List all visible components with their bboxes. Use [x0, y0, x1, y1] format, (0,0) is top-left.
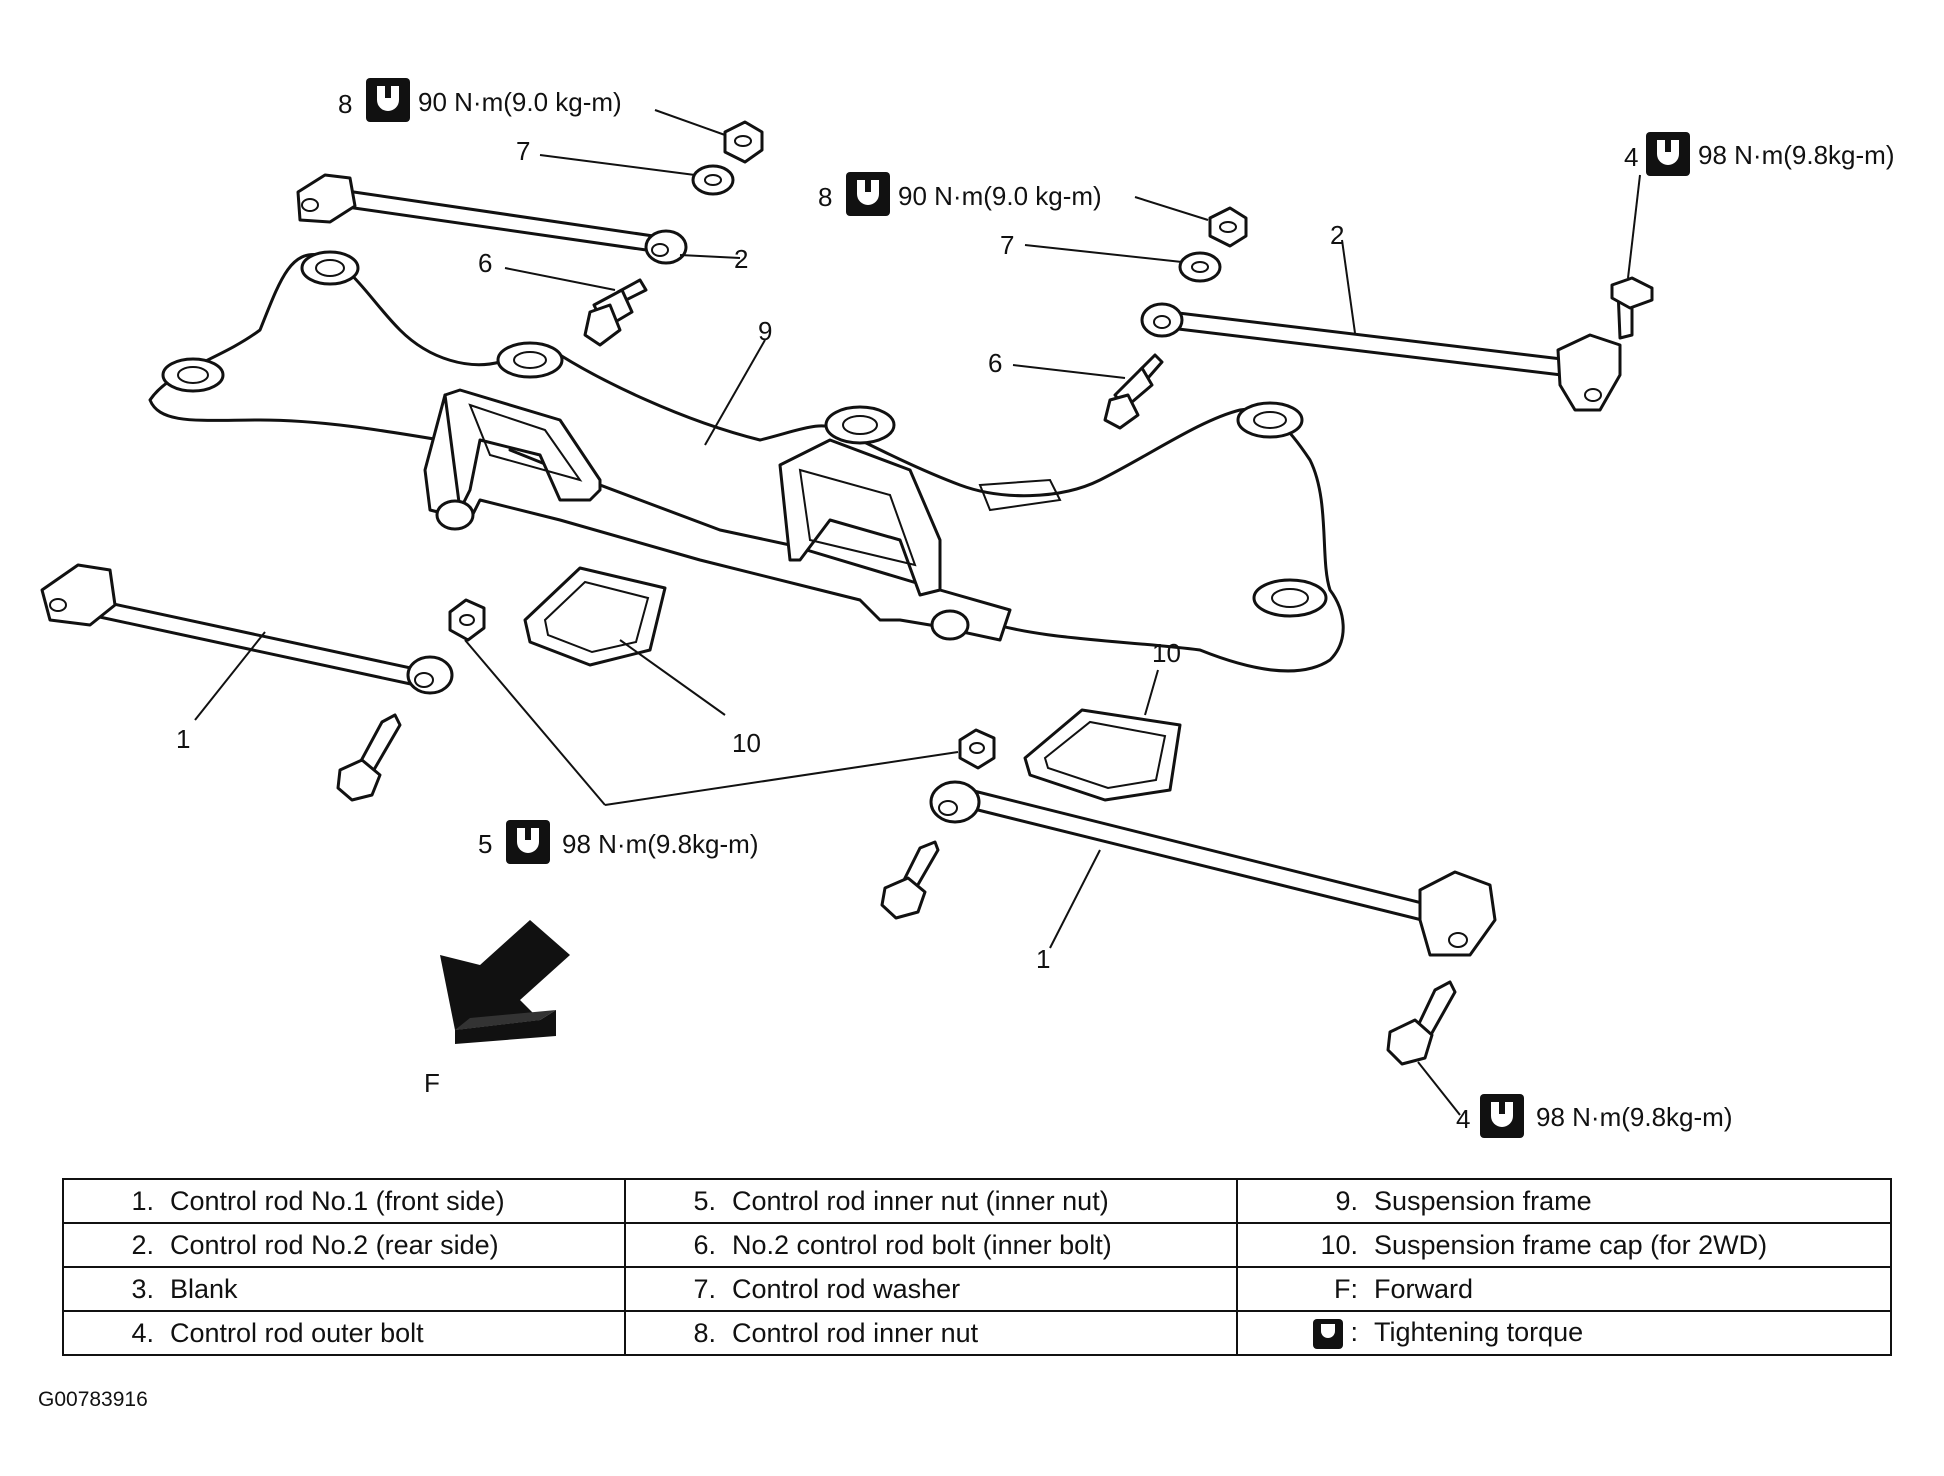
callout-8-right: 8 [818, 182, 832, 212]
legend-text: Control rod No.1 (front side) [170, 1185, 505, 1216]
legend-text: Control rod inner nut (inner nut) [732, 1185, 1109, 1216]
legend-number: 5. [693, 1185, 716, 1216]
legend-row: 3. Blank 7. Control rod washer F: Forward [62, 1266, 1892, 1312]
control-rod-inner-nut-5-right [958, 728, 996, 770]
forward-label: F [424, 1068, 440, 1098]
legend-text: Suspension frame [1374, 1185, 1592, 1216]
legend-text: Control rod outer bolt [170, 1317, 424, 1348]
callout-6-left: 6 [478, 248, 492, 278]
torque-value-8-right: 90 N·m(9.0 kg-m) [898, 181, 1102, 211]
torque-wrench-icon [1312, 1318, 1343, 1349]
torque-wrench-icon [1480, 1094, 1524, 1138]
legend-number: 1. [131, 1185, 154, 1216]
legend-number: 9. [1335, 1185, 1358, 1216]
legend-text: Control rod washer [732, 1273, 961, 1304]
legend-number: 8. [693, 1317, 716, 1348]
torque-value-8-left: 90 N·m(9.0 kg-m) [418, 87, 622, 117]
callout-7-left: 7 [516, 136, 530, 166]
suspension-frame-cap-left [523, 566, 667, 667]
callout-1-right: 1 [1036, 944, 1050, 974]
leader-lines [194, 109, 1641, 1116]
callout-10-left: 10 [732, 728, 761, 758]
callout-2-left: 2 [734, 244, 748, 274]
callout-9: 9 [758, 316, 772, 346]
parts-legend-table: 1. Control rod No.1 (front side) 5. Contro… [62, 1178, 1892, 1356]
legend-number: 4. [131, 1317, 154, 1348]
legend-text: Blank [170, 1273, 238, 1304]
control-rod-inner-nut-5-left [448, 598, 486, 642]
legend-row: 2. Control rod No.2 (rear side) 6. No.2 co… [62, 1222, 1892, 1268]
callout-4-lower: 4 [1456, 1104, 1470, 1134]
control-rod-outer-bolt-left [336, 713, 402, 802]
no2-control-rod-bolt-right [1103, 353, 1164, 430]
legend-number: 3. [131, 1273, 154, 1304]
control-rod-inner-nut-left [723, 120, 764, 164]
legend-number: 6. [693, 1229, 716, 1260]
control-rod-no1-left [40, 563, 454, 695]
no2-control-rod-bolt-left [583, 278, 648, 347]
callout-5: 5 [478, 829, 492, 859]
forward-arrow-icon [440, 920, 570, 1044]
suspension-frame-cap-right [1023, 708, 1182, 802]
torque-wrench-icon [366, 78, 410, 122]
torque-wrench-icon [506, 820, 550, 864]
control-rod-outer-bolt-lower [1386, 980, 1457, 1066]
legend-text: Control rod No.2 (rear side) [170, 1229, 499, 1260]
control-rod-no2-right [1140, 302, 1622, 412]
figure-id: G00783916 [38, 1388, 148, 1411]
torque-wrench-icon [846, 172, 890, 216]
legend-number: 2. [131, 1229, 154, 1260]
control-rod-washer-right [1178, 251, 1222, 283]
callout-6-right: 6 [988, 348, 1002, 378]
callout-2-right: 2 [1330, 220, 1344, 250]
legend-text: No.2 control rod bolt (inner bolt) [732, 1229, 1112, 1260]
callout-1-left: 1 [176, 724, 190, 754]
legend-text: Forward [1374, 1273, 1474, 1304]
callout-10-right: 10 [1152, 638, 1181, 668]
torque-value-4-upper: 98 N·m(9.8kg-m) [1698, 140, 1894, 170]
legend-number: : [1350, 1317, 1358, 1348]
legend-text: Suspension frame cap (for 2WD) [1374, 1229, 1768, 1260]
torque-value-5: 98 N·m(9.8kg-m) [562, 829, 758, 859]
legend-number: F: [1334, 1273, 1358, 1304]
torque-value-4-lower: 98 N·m(9.8kg-m) [1536, 1102, 1732, 1132]
legend-number: 7. [693, 1273, 716, 1304]
legend-row: 1. Control rod No.1 (front side) 5. Contro… [62, 1178, 1892, 1224]
control-rod-outer-bolt-center [880, 840, 940, 920]
legend-number: 10. [1320, 1229, 1358, 1260]
control-rod-no1-right [929, 780, 1497, 957]
control-rod-no2-left [296, 173, 688, 265]
torque-wrench-icon [1646, 132, 1690, 176]
callout-7-right: 7 [1000, 230, 1014, 260]
legend-text: Tightening torque [1374, 1317, 1584, 1348]
control-rod-washer-left [691, 164, 735, 196]
control-rod-inner-nut-right [1208, 206, 1248, 248]
callout-8-left: 8 [338, 89, 352, 119]
callout-4-upper: 4 [1624, 142, 1638, 172]
control-rod-outer-bolt-upper [1610, 276, 1654, 340]
legend-row: 4. Control rod outer bolt 8. Control rod i… [62, 1310, 1892, 1356]
legend-text: Control rod inner nut [732, 1317, 979, 1348]
suspension-frame [148, 250, 1345, 673]
